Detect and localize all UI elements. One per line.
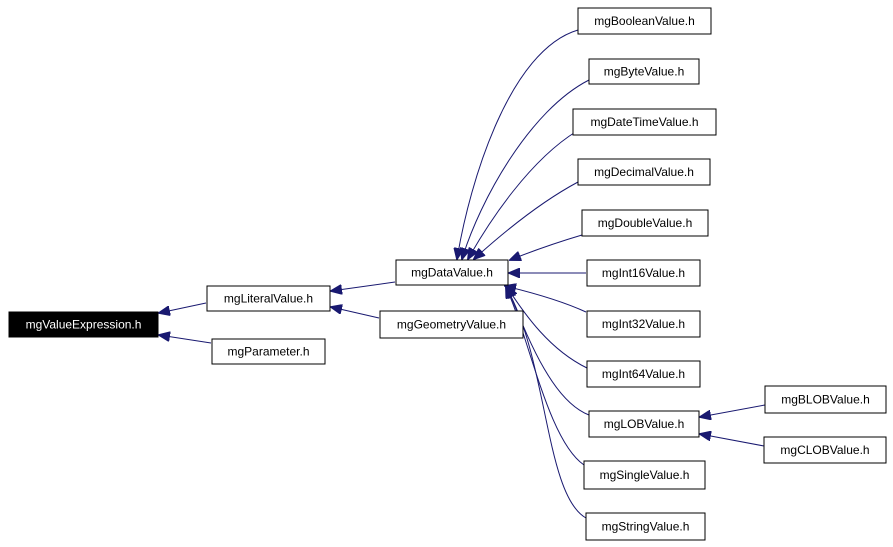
node-data-value[interactable]: mgDataValue.h	[395, 259, 509, 286]
node-label: mgLiteralValue.h	[224, 292, 313, 306]
node-label: mgParameter.h	[227, 345, 309, 359]
node-int64-value[interactable]: mgInt64Value.h	[586, 360, 701, 388]
node-byte-value[interactable]: mgByteValue.h	[588, 58, 700, 85]
node-int16-value[interactable]: mgInt16Value.h	[586, 259, 701, 287]
node-label: mgByteValue.h	[604, 65, 685, 79]
node-label: mgBooleanValue.h	[594, 14, 695, 28]
edge-boolean-to-datavalue	[457, 29, 579, 259]
node-double-value[interactable]: mgDoubleValue.h	[581, 209, 709, 237]
edge-clob-to-lob	[700, 434, 765, 447]
node-lob-value[interactable]: mgLOBValue.h	[588, 410, 700, 438]
node-label: mgCLOBValue.h	[780, 443, 869, 457]
node-datetime-value[interactable]: mgDateTimeValue.h	[572, 108, 717, 136]
node-label: mgInt64Value.h	[602, 367, 685, 381]
node-label: mgStringValue.h	[602, 520, 690, 534]
node-int32-value[interactable]: mgInt32Value.h	[586, 310, 701, 338]
node-label: mgBLOBValue.h	[781, 393, 870, 407]
node-clob-value[interactable]: mgCLOBValue.h	[763, 436, 887, 464]
node-label: mgLOBValue.h	[604, 417, 685, 431]
node-blob-value[interactable]: mgBLOBValue.h	[764, 385, 887, 414]
node-label: mgInt32Value.h	[602, 317, 685, 331]
edge-parameter-to-root	[159, 335, 212, 344]
node-label: mgValueExpression.h	[26, 318, 142, 332]
node-value-expression[interactable]: mgValueExpression.h	[8, 311, 159, 338]
edge-blob-to-lob	[700, 404, 766, 417]
edge-decimal-to-datavalue	[474, 181, 579, 259]
node-single-value[interactable]: mgSingleValue.h	[583, 460, 706, 490]
edge-geometry-to-literal	[331, 307, 380, 319]
node-string-value[interactable]: mgStringValue.h	[585, 512, 706, 541]
edge-byte-to-datavalue	[462, 79, 590, 259]
node-parameter[interactable]: mgParameter.h	[211, 338, 326, 365]
node-label: mgDataValue.h	[411, 266, 493, 280]
node-decimal-value[interactable]: mgDecimalValue.h	[577, 158, 711, 186]
node-label: mgDoubleValue.h	[598, 216, 693, 230]
node-label: mgDecimalValue.h	[594, 165, 694, 179]
edge-datavalue-to-literal	[331, 281, 396, 291]
node-boolean-value[interactable]: mgBooleanValue.h	[577, 7, 712, 35]
node-label: mgDateTimeValue.h	[590, 115, 698, 129]
edge-int32-to-datavalue	[505, 286, 587, 313]
edges	[159, 29, 766, 519]
edge-datetime-to-datavalue	[468, 130, 578, 259]
edge-double-to-datavalue	[510, 234, 583, 260]
edge-single-to-datavalue	[506, 287, 585, 466]
edge-lob-to-datavalue	[507, 287, 590, 416]
node-geometry-value[interactable]: mgGeometryValue.h	[379, 310, 524, 339]
node-label: mgSingleValue.h	[600, 468, 690, 482]
node-label: mgInt16Value.h	[602, 266, 685, 280]
edge-literal-to-root	[159, 302, 207, 313]
node-label: mgGeometryValue.h	[397, 318, 506, 332]
node-literal-value[interactable]: mgLiteralValue.h	[206, 285, 331, 312]
